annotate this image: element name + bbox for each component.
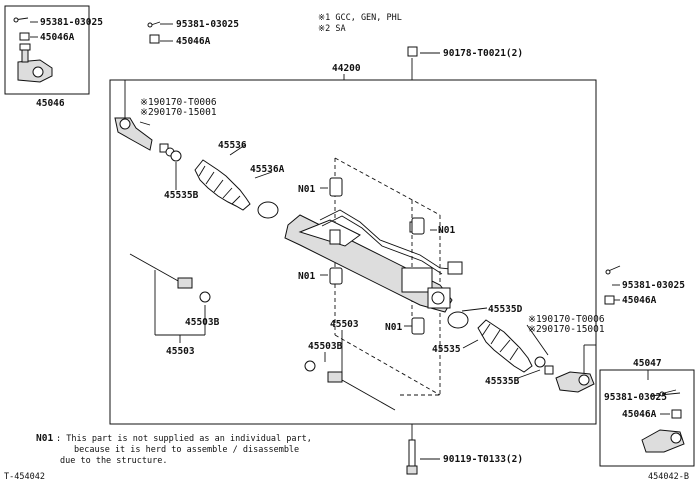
- boot-left: [170, 150, 279, 219]
- label-45535B-right[interactable]: 45535B: [485, 376, 520, 387]
- label-90178[interactable]: 90178-T0021(2): [443, 48, 523, 59]
- label-44200[interactable]: 44200: [332, 63, 361, 74]
- label-95381-top[interactable]: 95381-03025: [176, 19, 239, 30]
- label-left-190170[interactable]: ※190170-T0006: [140, 97, 217, 108]
- label-n01-d[interactable]: N01: [385, 322, 402, 333]
- label-br-95381[interactable]: 95381-03025: [604, 392, 667, 403]
- label-45503B-left[interactable]: 45503B: [185, 317, 220, 328]
- label-45503B-right[interactable]: 45503B: [308, 341, 343, 352]
- label-45503-right[interactable]: 45503: [330, 319, 359, 330]
- corner-id-right: 454042-B: [648, 472, 689, 482]
- label-br-45046A[interactable]: 45046A: [622, 409, 657, 420]
- box-tie-rod-end-right: [599, 369, 695, 467]
- box-tie-rod-end-left: [4, 5, 90, 95]
- tie-rod-end-right-inset: [641, 389, 685, 453]
- label-45535B-left[interactable]: 45535B: [164, 190, 199, 201]
- footnote-line-2: because it is herd to assemble / disasse…: [74, 445, 299, 455]
- label-45535D[interactable]: 45535D: [488, 304, 523, 315]
- label-45046A-right[interactable]: 45046A: [622, 295, 657, 306]
- label-tl-95381[interactable]: 95381-03025: [40, 17, 103, 28]
- label-95381-right[interactable]: 95381-03025: [622, 280, 685, 291]
- label-right-290170[interactable]: ※290170-15001: [528, 324, 605, 335]
- tie-rod-end-left-inset: [13, 17, 53, 83]
- label-right-190170[interactable]: ※190170-T0006: [528, 314, 605, 325]
- bolts: [406, 439, 418, 475]
- label-45503-left[interactable]: 45503: [166, 346, 195, 357]
- label-45535[interactable]: 45535: [432, 344, 461, 355]
- label-45536A[interactable]: 45536A: [250, 164, 285, 175]
- footnote-line-1: : This part is not supplied as an indivi…: [56, 434, 312, 444]
- label-45046[interactable]: 45046: [36, 98, 65, 109]
- label-45046A-top[interactable]: 45046A: [176, 36, 211, 47]
- legend-note-1: ※1 GCC, GEN, PHL: [318, 13, 402, 23]
- label-left-290170[interactable]: ※290170-15001: [140, 107, 217, 118]
- label-n01-b[interactable]: N01: [438, 225, 455, 236]
- label-45536[interactable]: 45536: [218, 140, 247, 151]
- tie-rod-end-left: [114, 117, 175, 157]
- box-steering-rack-assembly: [109, 79, 597, 425]
- label-90119[interactable]: 90119-T0133(2): [443, 454, 523, 465]
- tie-rod-end-right: [555, 371, 595, 393]
- label-45047[interactable]: 45047: [633, 358, 662, 369]
- top-small-parts: [147, 21, 621, 305]
- leader-lines: [30, 21, 681, 468]
- rack-housing: [284, 209, 463, 313]
- inner-rod-right: [304, 360, 396, 411]
- label-n01-a[interactable]: N01: [298, 184, 315, 195]
- inner-rod-left: [129, 253, 211, 303]
- n01-parts: [329, 177, 425, 335]
- corner-id-left: T-454042: [4, 472, 45, 482]
- footnote-code: N01: [36, 433, 53, 444]
- boot-right: [447, 311, 554, 375]
- label-tl-45046A[interactable]: 45046A: [40, 32, 75, 43]
- footnote-line-3: due to the structure.: [60, 456, 167, 466]
- legend-note-2: ※2 SA: [318, 24, 346, 34]
- label-n01-c[interactable]: N01: [298, 271, 315, 282]
